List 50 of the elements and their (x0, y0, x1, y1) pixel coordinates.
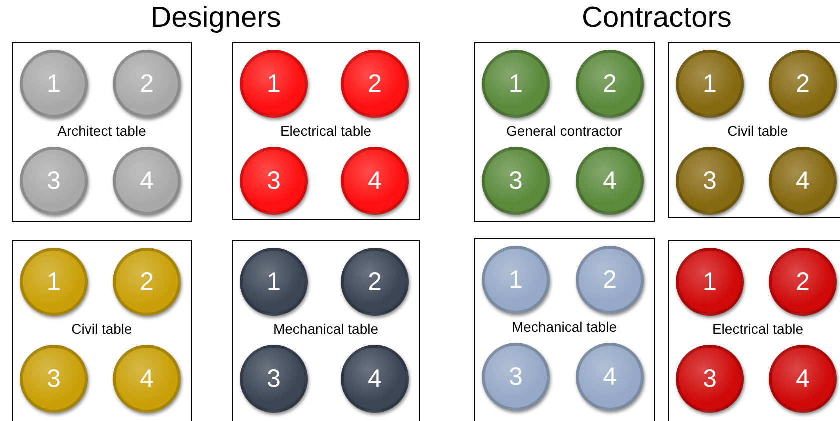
table-label: Electrical table (280, 123, 372, 139)
table-label: Civil table (72, 321, 132, 337)
numbered-circle: 4 (576, 147, 644, 215)
numbered-circle: 1 (20, 50, 88, 118)
numbered-circle: 2 (341, 50, 409, 118)
numbered-circle: 1 (676, 50, 744, 118)
numbered-circle: 4 (113, 345, 181, 413)
table-panel (474, 238, 655, 421)
numbered-circle: 2 (113, 248, 181, 316)
table-label: Civil table (728, 123, 788, 139)
numbered-circle: 1 (482, 50, 550, 118)
table-panel (474, 42, 655, 222)
numbered-circle: 2 (576, 246, 644, 314)
numbered-circle: 3 (676, 147, 744, 215)
numbered-circle: 3 (676, 345, 744, 413)
numbered-circle: 1 (676, 248, 744, 316)
table-panel (232, 240, 420, 421)
numbered-circle: 2 (769, 248, 837, 316)
numbered-circle: 4 (576, 343, 644, 411)
numbered-circle: 3 (20, 345, 88, 413)
numbered-circle: 1 (20, 248, 88, 316)
numbered-circle: 2 (576, 50, 644, 118)
numbered-circle: 1 (240, 50, 308, 118)
table-label: Electrical table (712, 321, 804, 337)
numbered-circle: 4 (769, 345, 837, 413)
numbered-circle: 4 (769, 147, 837, 215)
group-heading: Contractors (582, 2, 732, 34)
group-heading: Designers (150, 2, 282, 34)
numbered-circle: 2 (113, 50, 181, 118)
numbered-circle: 2 (341, 248, 409, 316)
table-panel (12, 42, 192, 222)
numbered-circle: 4 (341, 147, 409, 215)
numbered-circle: 1 (482, 246, 550, 314)
table-label: General contractor (506, 123, 622, 139)
numbered-circle: 3 (240, 345, 308, 413)
numbered-circle: 3 (482, 147, 550, 215)
table-panel (12, 240, 192, 421)
table-panel (668, 240, 840, 421)
table-panel (232, 42, 420, 220)
numbered-circle: 3 (240, 147, 308, 215)
table-label: Architect table (58, 123, 146, 139)
table-panel (668, 42, 840, 218)
numbered-circle: 4 (341, 345, 409, 413)
numbered-circle: 3 (482, 343, 550, 411)
numbered-circle: 1 (240, 248, 308, 316)
numbered-circle: 4 (113, 147, 181, 215)
numbered-circle: 2 (769, 50, 837, 118)
table-label: Mechanical table (273, 321, 379, 337)
numbered-circle: 3 (20, 147, 88, 215)
table-label: Mechanical table (512, 319, 618, 335)
